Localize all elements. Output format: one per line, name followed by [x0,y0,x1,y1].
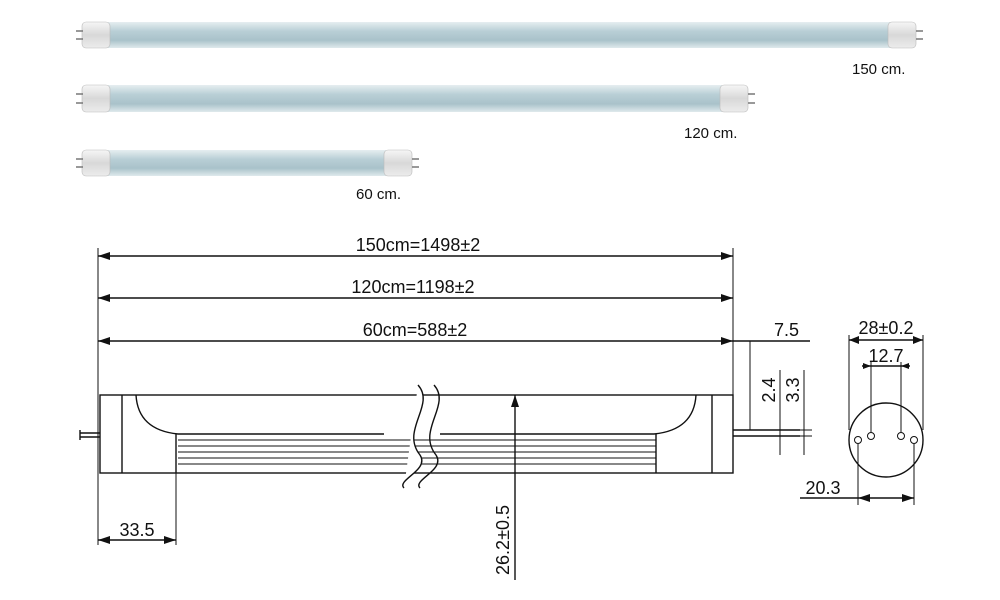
diameter-dimension [848,335,924,430]
end-cap-dimension [98,473,177,545]
end-cap-length-label: 33.5 [119,520,154,540]
offset-dimension [800,444,915,505]
tube-150-label: 150 cm. [852,61,905,78]
pin-spacing-label: 12.7 [868,346,903,366]
pin-dim-a-label: 2.4 [759,377,779,402]
pin-spacing-dimension [862,362,910,432]
pin-dimension-lines [770,370,812,455]
tube-height-label: 26.2±0.5 [493,505,513,575]
tube-60-label: 60 cm. [356,186,401,203]
length-120-dimension [98,294,733,302]
tube-height-dimension [511,395,519,580]
length-150-label: 150cm=1498±2 [356,235,480,255]
diameter-label: 28±0.2 [859,318,914,338]
offset-label: 20.3 [805,478,840,498]
tube-photo-60 [76,149,419,177]
length-120-label: 120cm=1198±2 [351,277,474,297]
pin-dim-b-label: 3.3 [783,377,803,402]
end-view-circle [848,402,924,478]
tube-photo-150 [76,21,923,49]
tube-120-label: 120 cm. [684,125,737,142]
tube-side-view [79,384,800,489]
length-60-dimension [98,337,810,345]
tube-photo-120 [76,84,755,113]
pin-offset-label: 7.5 [774,320,799,340]
length-150-dimension [98,252,733,260]
length-60-label: 60cm=588±2 [363,320,467,340]
